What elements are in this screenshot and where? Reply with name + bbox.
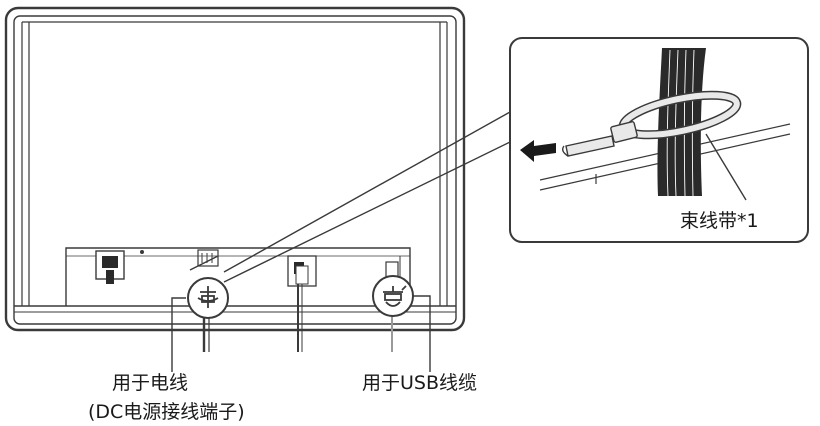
usb-cable-label: 用于USB线缆 bbox=[362, 372, 478, 394]
cable-bundle bbox=[657, 48, 706, 197]
cable-tie-label: 束线带*1 bbox=[680, 210, 759, 232]
power-cable-label: 用于电线 bbox=[112, 372, 189, 394]
cable-clip-icon bbox=[197, 286, 219, 308]
leader-lines bbox=[171, 295, 431, 372]
cable-clip-usb[interactable] bbox=[372, 275, 414, 317]
monitor-outer-frame bbox=[4, 6, 466, 332]
cable-clip-power[interactable] bbox=[187, 277, 229, 319]
cable-clip-icon bbox=[383, 285, 407, 307]
hanging-cables bbox=[202, 284, 393, 352]
power-cable-sublabel: (DC电源接线端子) bbox=[88, 401, 245, 423]
detail-panel bbox=[509, 37, 809, 243]
center-port bbox=[287, 255, 317, 287]
zoom-lines bbox=[189, 111, 511, 283]
connector-bay bbox=[65, 247, 411, 306]
monitor-inner-bezel bbox=[13, 15, 457, 325]
arrow-left-icon bbox=[520, 140, 556, 162]
tie-label-pointer bbox=[705, 133, 747, 201]
cable-tie bbox=[561, 90, 742, 157]
dc-jack bbox=[95, 250, 144, 284]
